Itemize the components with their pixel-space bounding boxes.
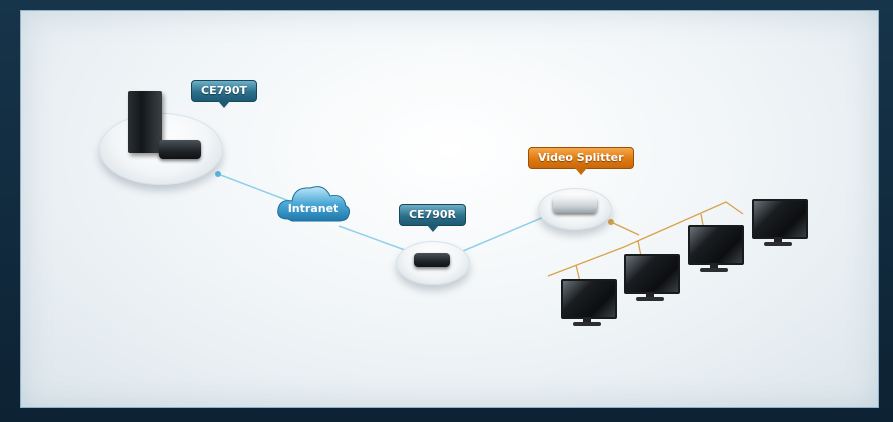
diagram-canvas: CE790T Intranet CE790R Video Splitter	[20, 10, 879, 408]
link-splitter-displays	[610, 221, 640, 236]
link-endpoint-dot	[215, 171, 221, 177]
link-ce790t-intranet	[217, 173, 290, 202]
ce790r-label: CE790R	[399, 204, 467, 232]
computer-tower-icon	[128, 91, 162, 153]
splitter-box-icon	[553, 197, 597, 213]
video-bus	[547, 201, 744, 277]
splitter-label: Video Splitter	[528, 147, 634, 175]
cloud-icon: Intranet	[277, 186, 351, 222]
ce790t-box-icon	[159, 140, 201, 159]
link-ce790r-splitter	[462, 213, 552, 252]
intranet-label: Intranet	[288, 202, 339, 215]
ce790t-label: CE790T	[191, 80, 258, 108]
receiver-box-icon	[414, 253, 450, 267]
